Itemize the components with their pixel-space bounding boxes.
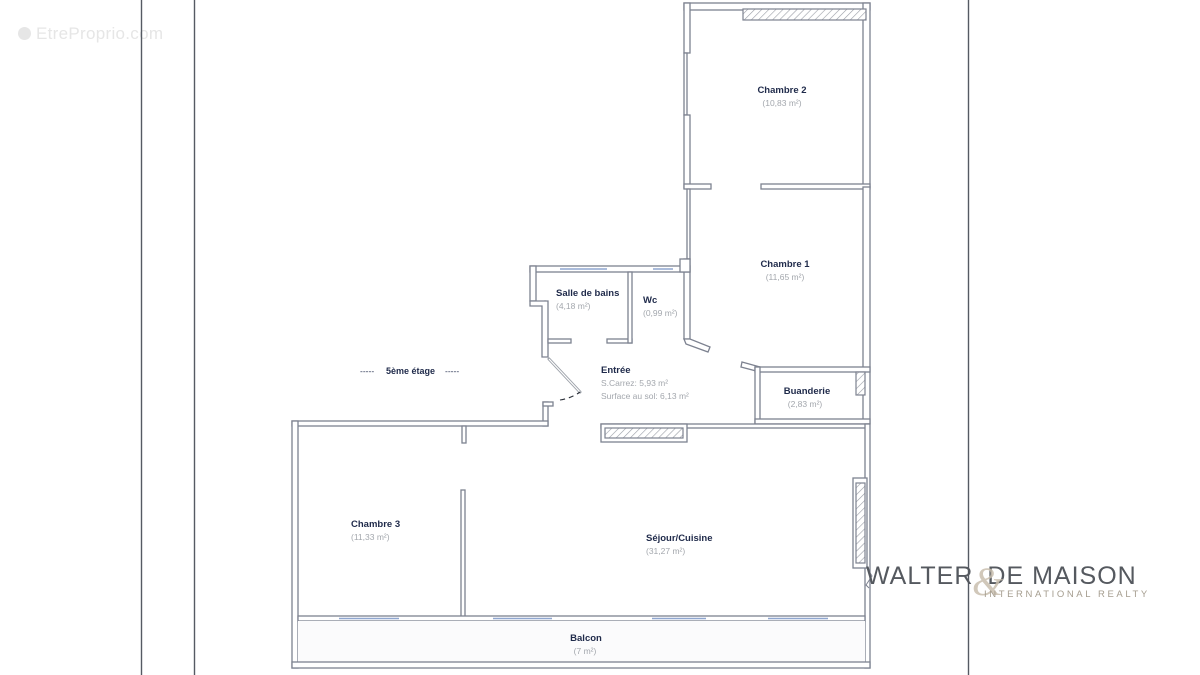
room-area-wc: (0,99 m²) [643,308,678,318]
room-area-chambre3: (11,33 m²) [351,532,390,542]
wall-group-chambre2 [683,2,871,190]
label-chambre2: Chambre 2 (10,83 m²) [757,85,806,108]
room-area-buanderie: (2,83 m²) [788,399,823,409]
room-name-balcon: Balcon [570,633,602,644]
room-name-chambre1: Chambre 1 [760,259,810,270]
brand-name-left: WALTER [866,562,974,590]
floor-label-dashes-left: ----- [360,366,374,376]
radiator-chambre2 [742,8,867,21]
label-chambre3: Chambre 3 (11,33 m²) [351,519,400,542]
room-area-chambre2: (10,83 m²) [762,98,801,108]
room-area-chambre1: (11,65 m²) [766,272,805,282]
room-area-entree-sol: Surface au sol: 6,13 m² [601,391,689,401]
label-entree: Entrée S.Carrez: 5,93 m² Surface au sol:… [601,365,689,401]
label-balcon: Balcon (7 m²) [570,633,602,656]
watermark: EtreProprio.com [18,24,163,44]
floor-label-text: 5ème étage [386,366,435,376]
room-area-balcon: (7 m²) [574,646,597,656]
floor-label: ----- 5ème étage ----- [360,366,459,376]
room-name-chambre3: Chambre 3 [351,519,400,530]
watermark-text: EtreProprio.com [36,24,164,43]
brand-name-right: DE MAISON [987,562,1137,590]
entrance-door [547,357,582,401]
label-chambre1: Chambre 1 (11,65 m²) [760,259,810,282]
room-area-salle-de-bains: (4,18 m²) [556,301,591,311]
floor-label-dashes-right: ----- [445,366,459,376]
label-buanderie: Buanderie (2,83 m²) [784,386,830,409]
room-area-entree-carrez: S.Carrez: 5,93 m² [601,378,668,388]
label-wc: Wc (0,99 m²) [643,295,678,318]
brand-tagline: INTERNATIONAL REALTY [984,589,1150,600]
radiator-entree [604,427,684,439]
room-name-sejour: Séjour/Cuisine [646,533,713,544]
room-area-sejour: (31,27 m²) [646,546,685,556]
room-name-wc: Wc [643,295,657,306]
label-salle-de-bains: Salle de bains (4,18 m²) [556,288,619,311]
room-name-salle-de-bains: Salle de bains [556,288,619,299]
wall-group-main [291,401,873,669]
room-name-chambre2: Chambre 2 [757,85,806,96]
brand-ampersand: & [972,559,1004,604]
wall-group-bathroom [529,258,691,358]
room-name-buanderie: Buanderie [784,386,830,397]
radiator-sejour [855,482,866,564]
room-name-entree: Entrée [601,365,631,376]
label-sejour: Séjour/Cuisine (31,27 m²) [646,533,713,556]
copyright-icon [18,27,31,40]
brand-logo: WALTER DE MAISON & INTERNATIONAL REALTY [866,559,1147,604]
wall-group-chambre1 [683,186,871,424]
radiator-buanderie [855,371,866,396]
